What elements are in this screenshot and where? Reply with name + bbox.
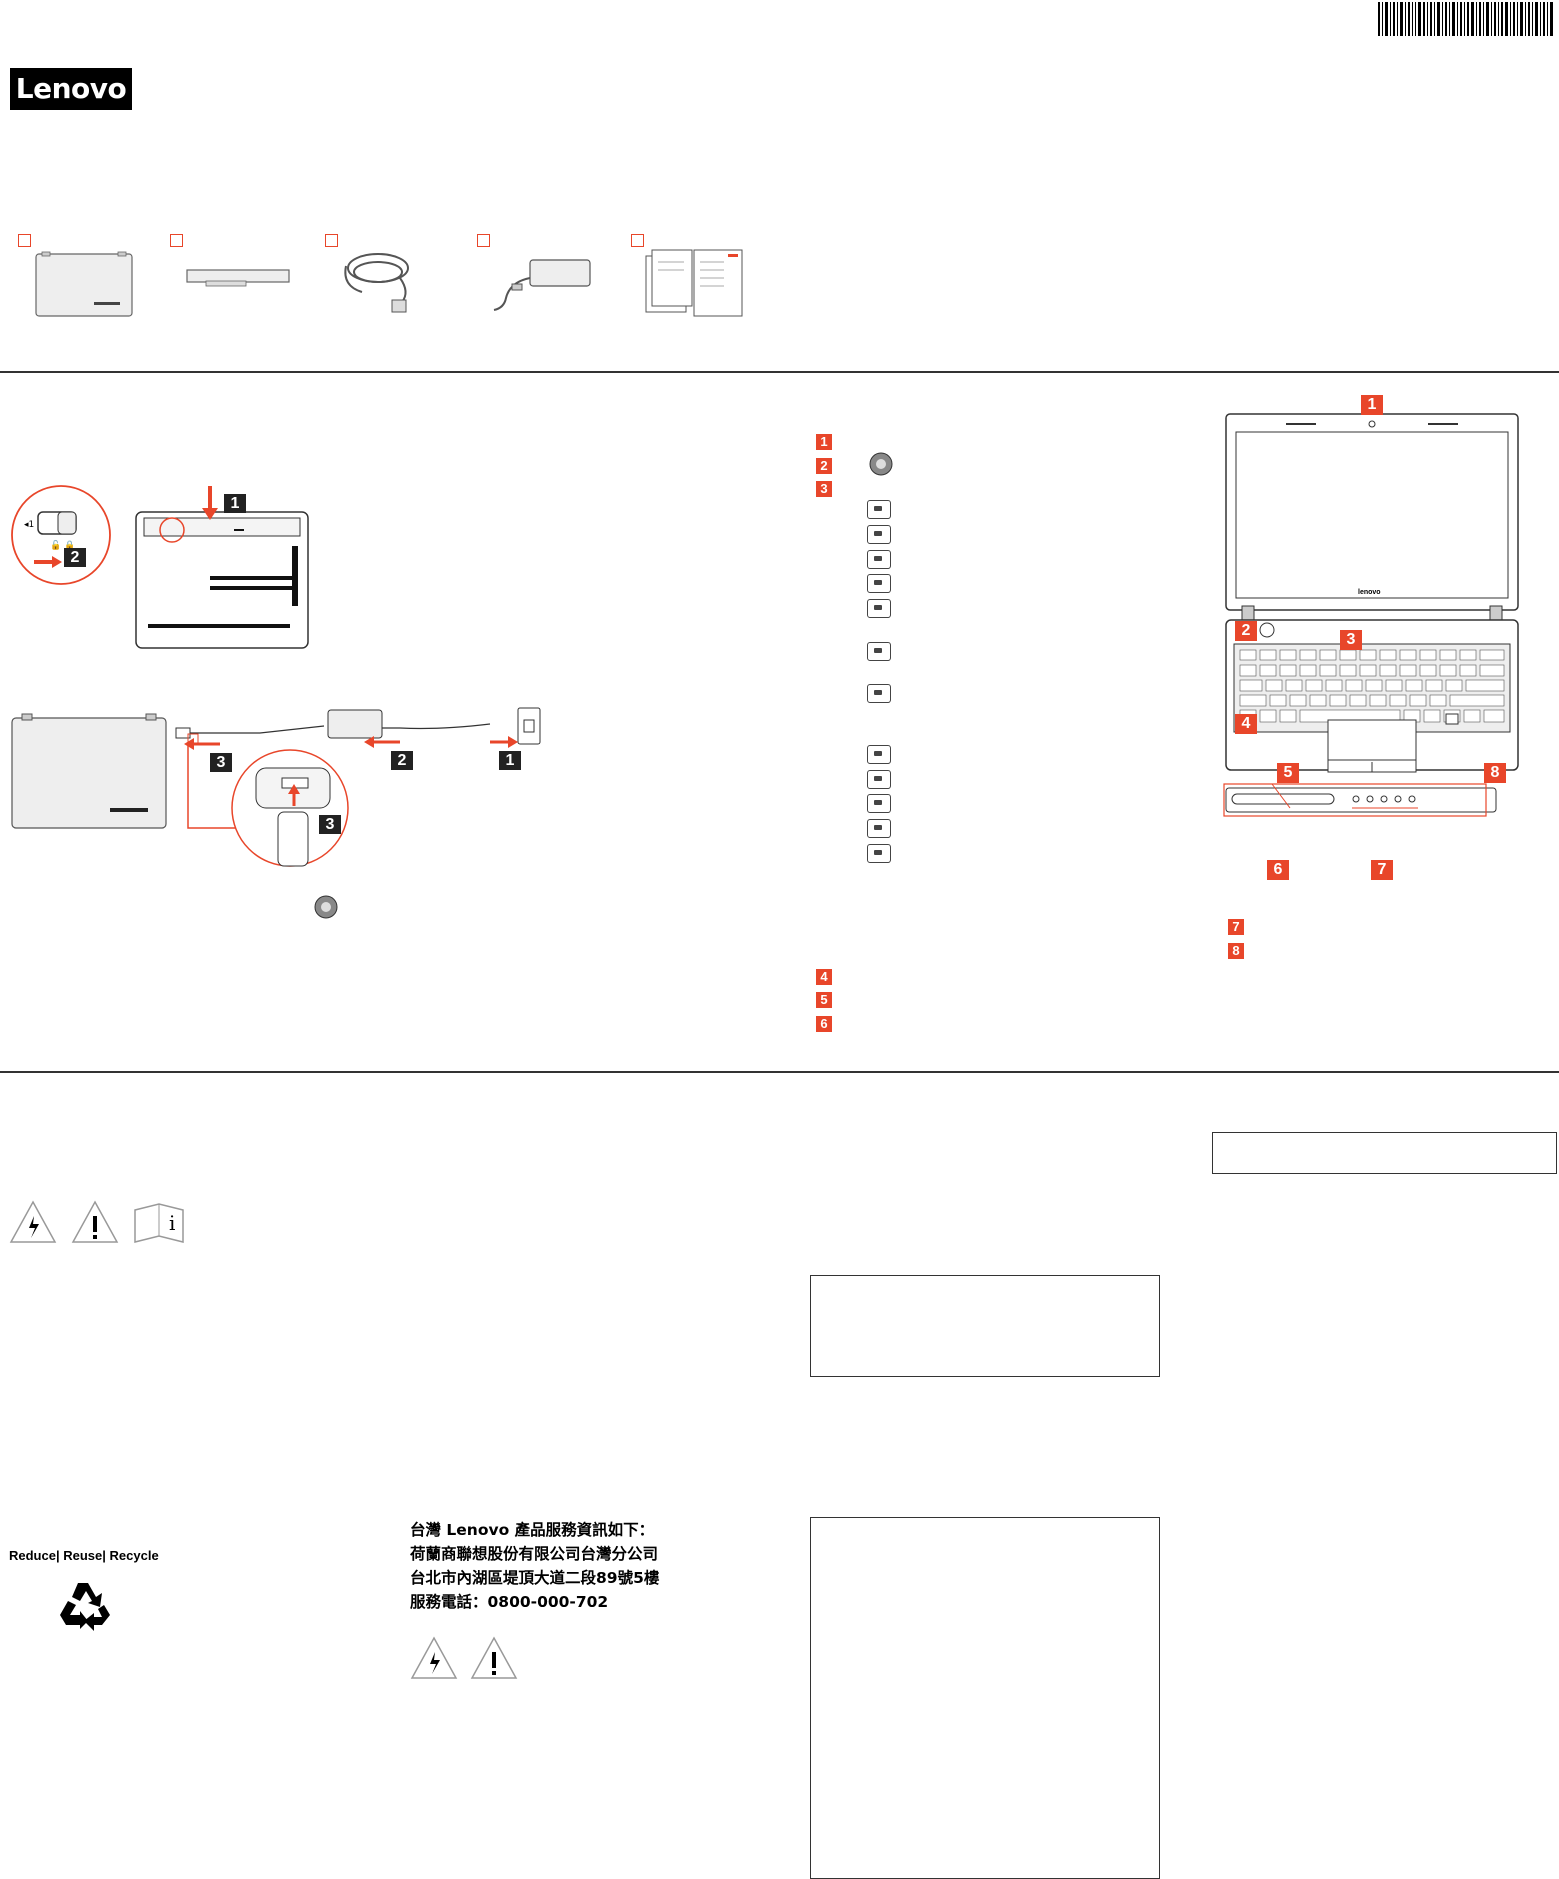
taiwan-service-line1: 台灣 Lenovo 產品服務資訊如下： — [410, 1521, 655, 1539]
notice-box-large — [810, 1517, 1160, 1879]
part-badge-7: 7 — [1371, 860, 1393, 880]
recycle-icon — [60, 1583, 110, 1631]
laptop-lid-image — [35, 251, 133, 317]
barcode-icon — [1378, 2, 1553, 36]
info-box — [1212, 1132, 1557, 1174]
part-badge-4: 4 — [1235, 714, 1257, 734]
separator: | — [55, 1548, 60, 1563]
checkbox-icon[interactable] — [325, 234, 338, 247]
part-badge-2: 2 — [1235, 621, 1257, 641]
notice-box — [810, 1275, 1160, 1377]
volume-down-key-icon — [867, 525, 891, 544]
brightness-down-key-icon — [867, 819, 891, 838]
ac-adapter-image — [493, 259, 591, 311]
power-connection-diagram — [175, 707, 541, 867]
recycle-slogan: Reduce| Reuse| Recycle — [9, 1548, 159, 1563]
checkbox-icon[interactable] — [170, 234, 183, 247]
safety-icons-row — [410, 1636, 518, 1679]
reuse-label: Reuse — [63, 1548, 103, 1563]
refresh-key-icon — [867, 599, 891, 618]
legend-badge-2: 2 — [816, 458, 832, 474]
part-badge-6: 6 — [1267, 860, 1289, 880]
checkbox-icon[interactable] — [631, 234, 644, 247]
step-badge-3: 3 — [319, 815, 341, 834]
svg-text:lenovo: lenovo — [1358, 589, 1381, 596]
microphone-key-icon — [867, 574, 891, 593]
part-badge-3: 3 — [1340, 630, 1362, 650]
legend-badge-5: 5 — [816, 992, 832, 1008]
lenovo-logo: Lenovo — [10, 68, 132, 110]
battery-image — [186, 269, 290, 287]
step-badge-2: 2 — [64, 548, 86, 567]
camera-key-icon — [867, 770, 891, 789]
documents-image — [645, 249, 743, 317]
checkbox-icon[interactable] — [18, 234, 31, 247]
svg-text:◂1: ◂1 — [24, 520, 34, 530]
brightness-up-key-icon — [867, 844, 891, 863]
touchpad-key-icon — [867, 642, 891, 661]
power-button-icon — [314, 895, 338, 919]
part-badge-8: 8 — [1484, 763, 1506, 783]
svg-text:i: i — [169, 1211, 175, 1235]
display-key-icon — [867, 794, 891, 813]
legend-badge-7: 7 — [1228, 919, 1244, 935]
step-badge-1: 1 — [224, 494, 246, 513]
power-cord-image — [344, 253, 409, 313]
checkbox-icon[interactable] — [477, 234, 490, 247]
section-divider — [0, 371, 1559, 373]
task-view-key-icon — [867, 745, 891, 764]
separator: | — [102, 1548, 106, 1563]
step-badge-2: 2 — [391, 751, 413, 770]
laptop-lid-closed — [11, 713, 167, 829]
step-badge-1: 1 — [499, 751, 521, 770]
mute-key-icon — [867, 500, 891, 519]
safety-icons-row: i — [9, 1200, 184, 1243]
reduce-label: Reduce — [9, 1548, 56, 1563]
part-badge-5: 5 — [1277, 763, 1299, 783]
legend-badge-4: 4 — [816, 969, 832, 985]
recycle-label: Recycle — [109, 1548, 159, 1563]
taiwan-service-line2: 荷蘭商聯想股份有限公司台灣分公司 — [410, 1545, 659, 1563]
volume-up-key-icon — [867, 550, 891, 569]
power-button-icon — [869, 452, 893, 476]
laptop-bottom-view — [135, 486, 309, 649]
laptop-front-view: lenovo — [1223, 413, 1519, 817]
airplane-key-icon — [867, 684, 891, 703]
part-badge-1: 1 — [1361, 395, 1383, 415]
battery-latch-detail: ◂1 🔓 🔒 — [11, 485, 111, 585]
legend-badge-1: 1 — [816, 434, 832, 450]
taiwan-service-line3: 台北市內湖區堤頂大道二段89號5樓 — [410, 1569, 660, 1587]
legend-badge-8: 8 — [1228, 943, 1244, 959]
legend-badge-6: 6 — [816, 1016, 832, 1032]
section-divider — [0, 1071, 1559, 1073]
step-badge-3: 3 — [210, 753, 232, 772]
legend-badge-3: 3 — [816, 481, 832, 497]
taiwan-service-line4: 服務電話：0800-000-702 — [410, 1593, 609, 1611]
